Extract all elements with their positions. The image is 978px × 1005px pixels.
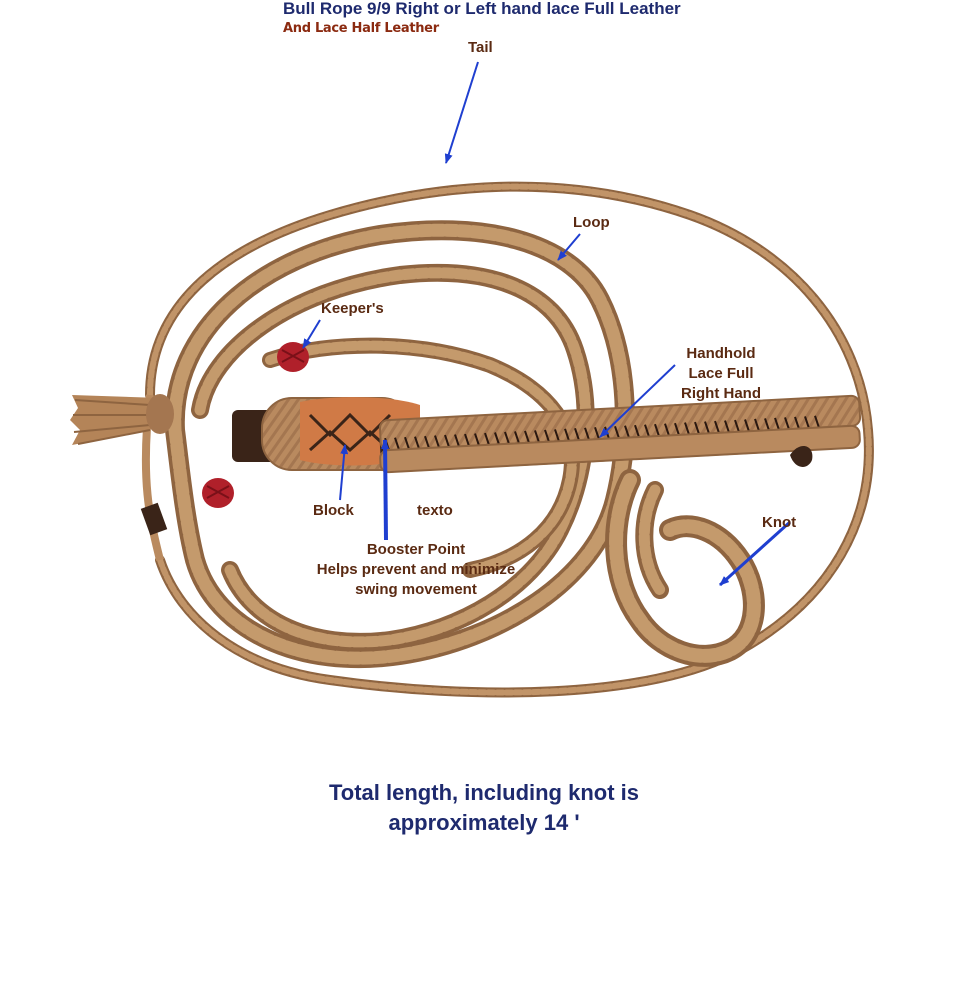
- tail-rope: [140, 181, 874, 698]
- label-handhold-line2: Lace Full: [688, 365, 754, 382]
- knot: [605, 469, 765, 667]
- arrow-knot: [718, 520, 792, 587]
- total-length-line1: Total length, including knot is: [328, 780, 640, 805]
- label-tail: Tail: [468, 39, 493, 56]
- label-loop: Loop: [573, 214, 610, 231]
- label-handhold: Handhold Lace Full Right Hand: [668, 344, 774, 404]
- label-texto: texto: [417, 502, 453, 519]
- keeper-lower: [202, 478, 234, 508]
- arrow-keepers: [302, 319, 321, 349]
- page-subtitle: And Lace Half Leather: [283, 21, 439, 36]
- label-booster-line1: Booster Point: [366, 541, 466, 558]
- label-knot: Knot: [762, 514, 797, 531]
- label-handhold-line3: Right Hand: [681, 385, 761, 402]
- tassel: [70, 394, 174, 445]
- arrow-booster: [381, 439, 390, 541]
- arrow-tail: [444, 61, 479, 164]
- annotation-arrows: [302, 61, 792, 587]
- label-block: Block: [313, 502, 354, 519]
- keeper-upper: [277, 342, 309, 372]
- page-title: Bull Rope 9/9 Right or Left hand lace Fu…: [283, 0, 681, 18]
- label-keepers: Keeper's: [321, 300, 384, 317]
- total-length-note: Total length, including knot is approxim…: [0, 778, 968, 838]
- label-booster-line2: Helps prevent and minimize: [316, 561, 516, 578]
- label-booster-line3: swing movement: [355, 581, 477, 598]
- arrow-handhold: [599, 364, 676, 438]
- label-handhold-line1: Handhold: [686, 345, 756, 362]
- total-length-line2: approximately 14 ': [388, 810, 580, 835]
- arrow-block: [339, 444, 349, 501]
- label-booster-point: Booster Point Helps prevent and minimize…: [296, 540, 536, 600]
- arrow-loop: [557, 233, 581, 261]
